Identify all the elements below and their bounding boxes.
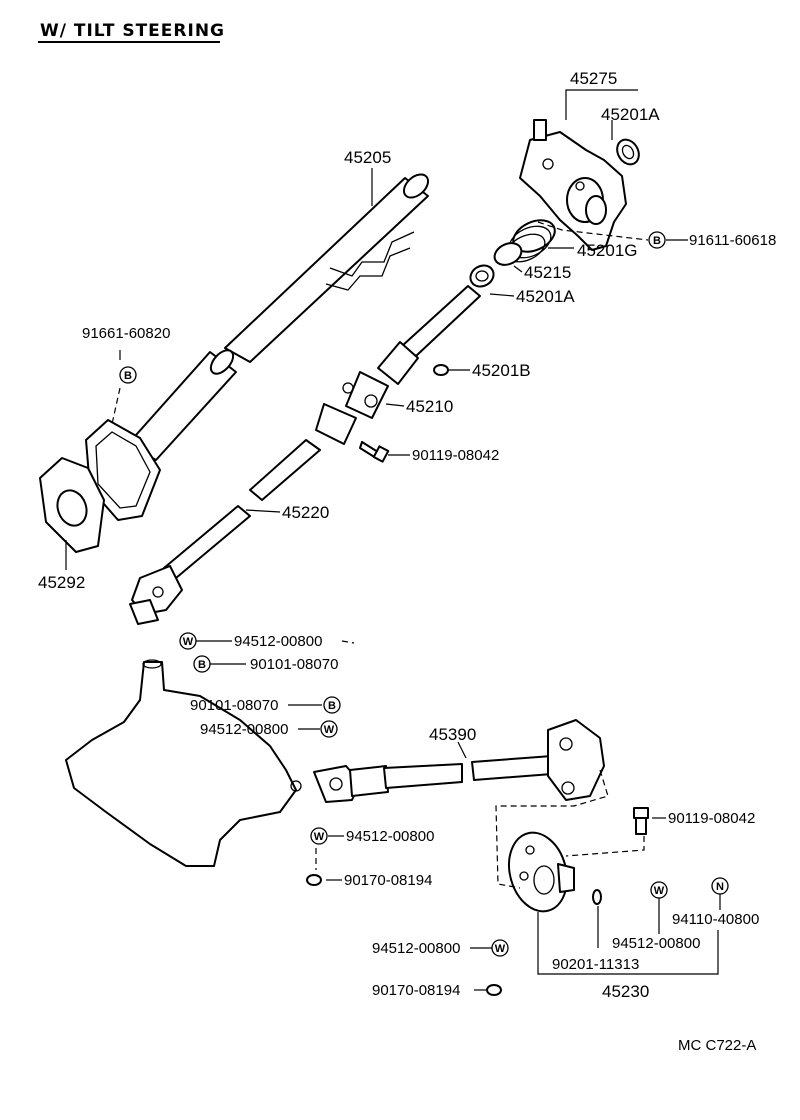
svg-text:W: W [183, 636, 194, 648]
part-label-94512-00800-b: 94512-00800 [200, 721, 288, 738]
nut-90170-lower-part [486, 984, 502, 996]
small-clip-90201-part [592, 889, 602, 905]
svg-text:W: W [495, 943, 506, 955]
steering-gear-housing-part [65, 659, 302, 867]
badge-w-94512-c: W [310, 827, 328, 845]
coupling-45230-part [508, 831, 575, 913]
nut-90170-upper-part [306, 874, 322, 886]
badge-b-90101-b: B [323, 696, 341, 714]
part-label-94512-00800-e: 94512-00800 [372, 940, 460, 957]
bearing-top-part [616, 138, 640, 166]
clip-45201B-part [433, 364, 449, 376]
svg-text:W: W [324, 724, 335, 736]
part-label-90170-08194-b: 90170-08194 [372, 982, 460, 999]
part-label-45201A-mid: 45201A [516, 287, 575, 306]
main-shaft-part [315, 285, 481, 445]
part-label-90119-08042-a: 90119-08042 [412, 447, 499, 464]
svg-text:B: B [328, 700, 336, 712]
svg-text:N: N [716, 881, 724, 893]
badge-b-91611: B [648, 231, 666, 249]
part-label-90119-08042-b: 90119-08042 [668, 810, 755, 827]
diagram-title: W/ TILT STEERING [40, 21, 225, 41]
bolt-90119-lower-part [633, 807, 649, 835]
badge-w-94512-b: W [320, 720, 338, 738]
badge-n-94110: N [711, 877, 729, 895]
badge-w-94512-e: W [491, 939, 509, 957]
part-label-90170-08194-a: 90170-08194 [344, 872, 432, 889]
part-label-94512-00800-d: 94512-00800 [612, 935, 700, 952]
lower-column-tube-part [85, 349, 237, 521]
tilt-bracket-45275-part [519, 119, 627, 251]
part-label-45215: 45215 [524, 263, 571, 282]
ring-45215-part [493, 242, 523, 266]
badge-w-94512-a: W [179, 632, 197, 650]
drawing-code: MC C722-A [678, 1037, 756, 1054]
part-label-91661-60820: 91661-60820 [82, 325, 170, 342]
badge-w-94512-d: W [650, 881, 668, 899]
leader-lines [65, 89, 721, 991]
badge-b-90101-a: B [193, 655, 211, 673]
part-label-94110-40800: 94110-40800 [672, 911, 759, 928]
bearing-mid-part [469, 264, 495, 288]
part-label-94512-00800-a: 94512-00800 [234, 633, 322, 650]
svg-text:W: W [314, 831, 325, 843]
part-label-45230: 45230 [602, 982, 649, 1001]
svg-text:B: B [198, 659, 206, 671]
part-label-91611-60618: 91611-60618 [689, 232, 776, 249]
part-label-45205: 45205 [344, 148, 391, 167]
part-label-45201A-top: 45201A [601, 105, 660, 124]
svg-text:W: W [654, 885, 665, 897]
intermediate-shaft-45220-part [129, 439, 321, 625]
part-label-45275: 45275 [570, 69, 617, 88]
part-label-45220: 45220 [282, 503, 329, 522]
plate-45292-part [39, 457, 105, 553]
part-label-90101-08070-a: 90101-08070 [250, 656, 338, 673]
column-tube-part [224, 173, 430, 363]
part-label-45390: 45390 [429, 725, 476, 744]
part-label-45201B: 45201B [472, 361, 531, 380]
part-label-45201G: 45201G [577, 241, 638, 260]
svg-text:B: B [653, 235, 661, 247]
svg-text:B: B [124, 370, 132, 382]
bolt-90119-part [359, 441, 390, 463]
part-label-45210: 45210 [406, 397, 453, 416]
part-label-90201-11313: 90201-11313 [552, 956, 639, 973]
part-label-90101-08070-b: 90101-08070 [190, 697, 278, 714]
lower-shaft-45390-part [313, 719, 605, 803]
part-label-94512-00800-c: 94512-00800 [346, 828, 434, 845]
part-label-45292: 45292 [38, 573, 85, 592]
badge-b-91661: B [119, 366, 137, 384]
